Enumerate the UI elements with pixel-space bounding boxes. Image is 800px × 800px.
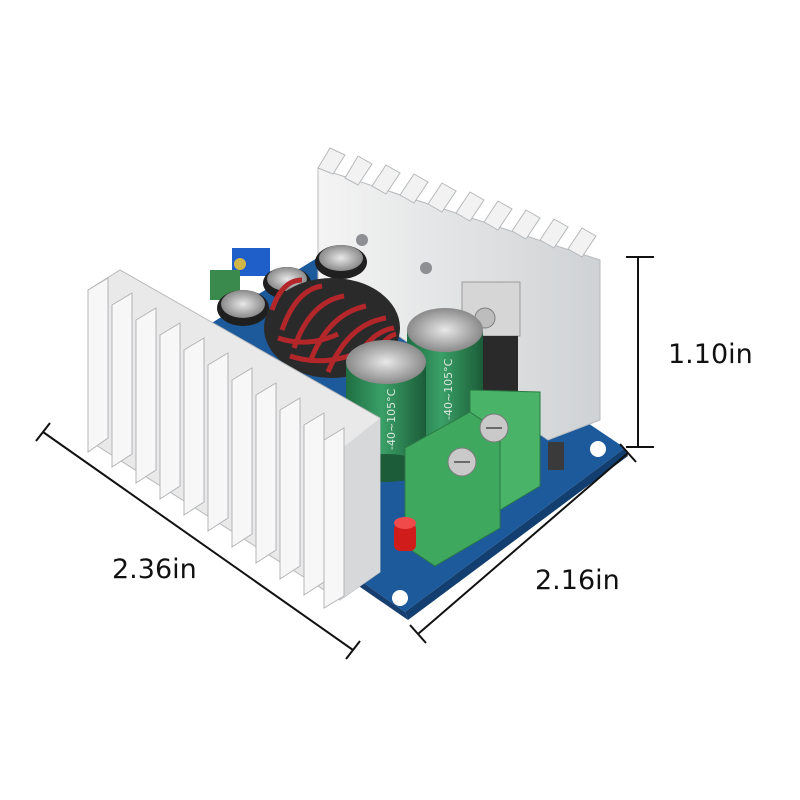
width-label: 2.16in [535,565,620,596]
trimmer-screw [234,258,246,270]
status-led [394,517,416,551]
front-heatsink [87,269,381,609]
svg-text:-40~105°C: -40~105°C [385,388,398,450]
svg-text:-40~105°C: -40~105°C [442,358,455,420]
length-label: 2.36in [112,554,197,585]
length-dimension-line [42,431,354,651]
small-capacitors [210,245,367,326]
height-label: 1.10in [668,339,753,370]
width-dimension-line [417,452,629,635]
screw-terminals [404,389,564,567]
dimension-lines [35,256,654,660]
